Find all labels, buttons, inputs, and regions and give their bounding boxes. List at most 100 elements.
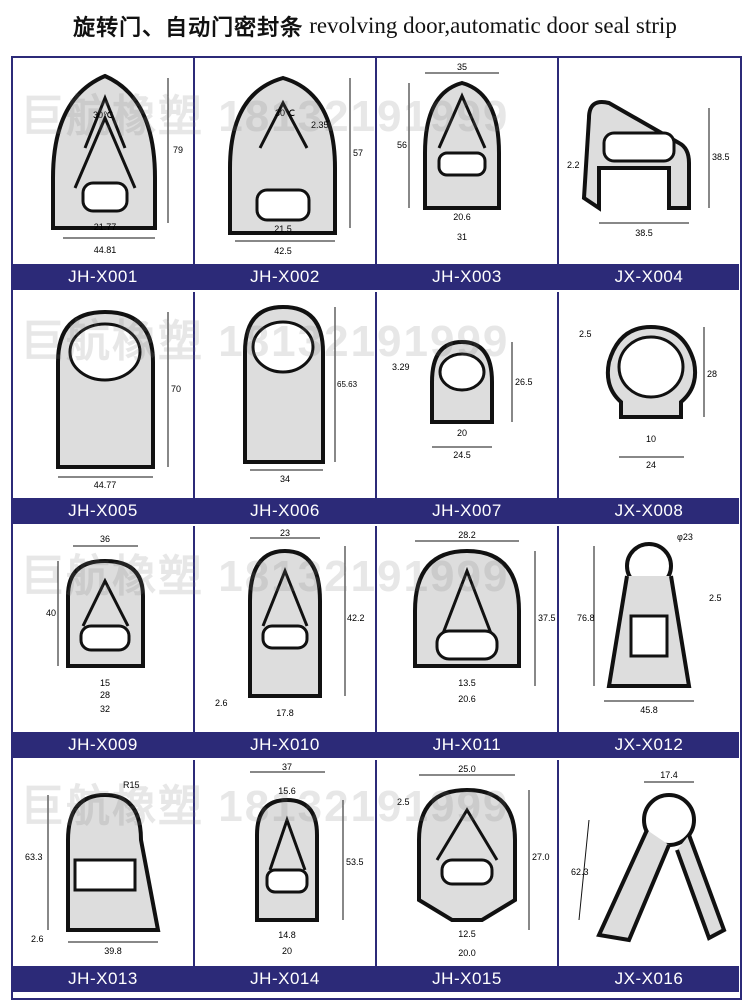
dim-lip: 3.29 [392,362,410,372]
dim-thickness: 2.5 [579,329,592,339]
product-code: JH-X013 [13,966,193,992]
dim-width: 44.77 [94,480,117,490]
dim-width: 31 [457,232,467,242]
profile-drawing-jx-x004: 38.5 38.5 2.2 [567,100,730,238]
profile-drawing-jh-x001: 44.81 21.77 79 30℃ [51,73,183,255]
dim-width: 38.5 [635,228,653,238]
product-code: JH-X009 [13,732,193,758]
page-title: 旋转门、自动门密封条 revolving door,automatic door… [0,0,750,52]
dim-thickness: 2.5 [709,593,722,603]
profile-drawing-jx-x012: 45.8 76.8 φ23 2.5 [577,532,722,715]
product-code: JX-X016 [559,966,739,992]
dim-height: 37.5 [538,613,556,623]
dim-height: 56 [397,140,407,150]
product-card-jh-x002: 42.5 21.5 57 30℃ 2.35 JH-X002 [195,58,377,290]
product-code: JH-X015 [377,966,557,992]
profile-drawing-jh-x003: 35 56 20.6 31 [397,62,501,242]
dim-height: 76.8 [577,613,595,623]
dim-length: 62.3 [571,867,589,877]
dim-inner: 20.6 [453,212,471,222]
dim-top: 23 [280,528,290,538]
dim-thickness: 2.35 [311,120,329,130]
product-card-jx-x016: 17.4 62.3 JX-X016 [559,760,739,992]
dim-height: 26.5 [515,377,533,387]
product-card-jh-x001: 44.81 21.77 79 30℃ JH-X001 [13,58,195,290]
dim-inner: 21.5 [274,224,292,234]
product-card-jx-x004: 38.5 38.5 2.2 JX-X004 [559,58,739,290]
dim-inner: 21.77 [94,222,117,232]
profile-drawing-jh-x007: 20 24.5 26.5 3.29 [392,339,533,460]
dim-height: 53.5 [346,857,364,867]
dim-height: 65.63 [337,380,358,389]
dim-b: 28 [100,690,110,700]
dim-width: 44.81 [94,245,117,255]
dim-angle: 30℃ [93,110,113,120]
product-card-jh-x009: 36 40 15 28 32 JH-X009 [13,526,195,758]
product-card-jh-x010: 23 42.2 17.8 2.6 JH-X010 [195,526,377,758]
dim-top: 28.2 [458,530,476,540]
dim-diameter: φ23 [677,532,693,542]
dim-height: 70 [171,384,181,394]
dim-width: 32 [100,704,110,714]
product-code: JX-X004 [559,264,739,290]
dim-width: 39.8 [104,946,122,956]
dim-height: 57 [353,148,363,158]
product-code: JH-X001 [13,264,193,290]
product-code: JH-X014 [195,966,375,992]
dim-width: 17.8 [276,708,294,718]
dim-height: 40 [46,608,56,618]
dim-top: 25.0 [458,764,476,774]
dim-slot: 10 [646,434,656,444]
profile-drawing-jh-x011: 28.2 37.5 13.5 20.6 [413,530,556,704]
dim-top: 35 [457,62,467,72]
profile-drawing-jh-x010: 23 42.2 17.8 2.6 [215,528,365,718]
dim-width: 24 [646,460,656,470]
dim-width: 45.8 [640,705,658,715]
title-english: revolving door,automatic door seal strip [309,13,677,38]
product-card-jh-x015: 25.0 27.0 12.5 20.0 2.5 JH-X015 [377,760,559,992]
product-grid: 44.81 21.77 79 30℃ JH-X001 42.5 21.5 57 … [11,56,742,1000]
dim-a: 15 [100,678,110,688]
dim-width: 20 [282,946,292,956]
product-code: JH-X005 [13,498,193,524]
dim-width: 24.5 [453,450,471,460]
product-card-jx-x008: 24 10 28 2.5 JX-X008 [559,292,739,524]
product-card-jh-x006: 34 65.63 JH-X006 [195,292,377,524]
dim-height: 42.2 [347,613,365,623]
product-card-jh-x011: 28.2 37.5 13.5 20.6 JH-X011 [377,526,559,758]
product-code: JX-X012 [559,732,739,758]
profile-drawing-jh-x014: 37 15.6 53.5 14.8 20 [250,762,364,956]
dim-lip: 2.2 [567,160,580,170]
profile-drawing-jh-x005: 44.77 70 [56,309,181,490]
dim-height: 27.0 [532,852,550,862]
product-code: JH-X003 [377,264,557,290]
product-code: JH-X007 [377,498,557,524]
product-code: JH-X010 [195,732,375,758]
dim-height: 38.5 [712,152,730,162]
dim-width: 34 [280,474,290,484]
dim-lip: 2.6 [31,934,44,944]
dim-angle: 30℃ [275,108,295,118]
dim-inner-top: 15.6 [278,786,296,796]
product-card-jh-x014: 37 15.6 53.5 14.8 20 JH-X014 [195,760,377,992]
product-card-jh-x003: 35 56 20.6 31 JH-X003 [377,58,559,290]
profile-drawing-jh-x002: 42.5 21.5 57 30℃ 2.35 [228,75,363,256]
product-card-jh-x005: 44.77 70 JH-X005 [13,292,195,524]
product-code: JX-X008 [559,498,739,524]
profile-drawing-jh-x015: 25.0 27.0 12.5 20.0 2.5 [397,764,550,958]
dim-inner: 12.5 [458,929,476,939]
product-code: JH-X002 [195,264,375,290]
dim-height: 28 [707,369,717,379]
dim-height: 63.3 [25,852,43,862]
dim-inner: 20 [457,428,467,438]
dim-width: 42.5 [274,246,292,256]
dim-radius: R15 [123,780,140,790]
product-card-jx-x012: 45.8 76.8 φ23 2.5 JX-X012 [559,526,739,758]
dim-top: 17.4 [660,770,678,780]
profile-drawing-jh-x006: 34 65.63 [243,304,358,484]
dim-inner: 13.5 [458,678,476,688]
profile-drawing-jx-x016: 17.4 62.3 [571,770,727,943]
dim-width: 20.0 [458,948,476,958]
dim-thickness: 2.5 [397,797,410,807]
product-code: JH-X006 [195,498,375,524]
